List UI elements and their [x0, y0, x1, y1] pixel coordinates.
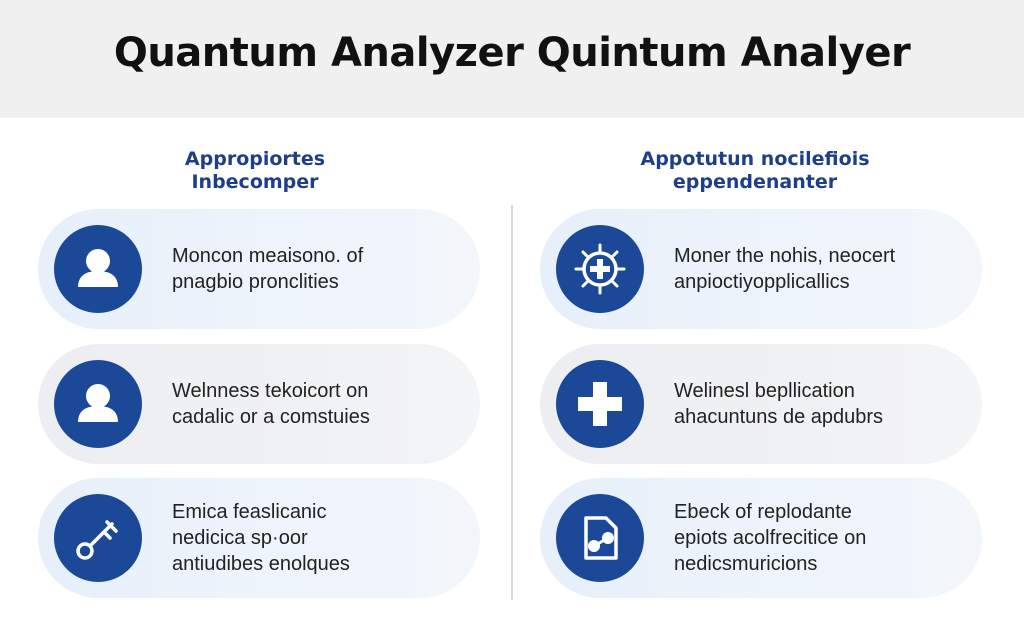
right-heading-line-1: Appotutun nocilefiois	[640, 148, 870, 170]
left-card-1-text: Moncon meaisono. of pnagbio pronclities	[172, 243, 363, 295]
left-card-3[interactable]: Emica feaslicanic nedicica sp·oor antiud…	[38, 478, 480, 598]
right-card-3[interactable]: Ebeck of replodante epiots acolfrecitice…	[540, 478, 982, 598]
right-card-2[interactable]: Welinesl bepllication ahacuntuns de apdu…	[540, 344, 982, 464]
card-text-line: Emica feaslicanic	[172, 501, 327, 523]
left-heading-line-2: Inbecomper	[191, 171, 319, 193]
card-text-line: Moner the nohis, neocert	[674, 245, 896, 267]
column-divider	[511, 205, 513, 600]
page-title: Quantum Analyzer Quintum Analyer	[113, 30, 911, 76]
right-card-1[interactable]: Moner the nohis, neocert anpioctiyopplic…	[540, 209, 982, 329]
left-column-heading: Appropiortes Inbecomper	[130, 148, 380, 194]
card-text-line: epiots acolfrecitice on	[674, 527, 867, 549]
card-text-line: Moncon meaisono. of	[172, 245, 364, 267]
user-icon	[54, 360, 142, 448]
right-card-3-text: Ebeck of replodante epiots acolfrecitice…	[674, 499, 866, 577]
card-text-line: pnagbio pronclities	[172, 271, 339, 293]
left-heading-line-1: Appropiortes	[184, 148, 326, 170]
card-text-line: Welinesl bepllication	[674, 380, 855, 402]
card-text-line: anpioctiyopplicallics	[674, 271, 850, 293]
key-icon	[54, 494, 142, 582]
right-column-heading: Appotutun nocilefiois eppendenanter	[590, 148, 920, 194]
card-text-line: cadalic or a comstuies	[172, 406, 370, 428]
card-text-line: nedicica sp·oor	[172, 527, 308, 549]
card-text-line: antiudibes enolques	[172, 553, 350, 575]
left-card-1[interactable]: Moncon meaisono. of pnagbio pronclities	[38, 209, 480, 329]
gear-plus-icon	[556, 225, 644, 313]
card-text-line: nedicsmuricions	[674, 553, 818, 575]
user-icon	[54, 225, 142, 313]
right-card-2-text: Welinesl bepllication ahacuntuns de apdu…	[674, 378, 883, 430]
card-text-line: ahacuntuns de apdubrs	[674, 406, 884, 428]
left-card-3-text: Emica feaslicanic nedicica sp·oor antiud…	[172, 499, 350, 577]
document-link-icon	[556, 494, 644, 582]
card-text-line: Ebeck of replodante	[674, 501, 852, 523]
medical-cross-icon	[556, 360, 644, 448]
left-card-2-text: Welnness tekoicort on cadalic or a comst…	[172, 378, 370, 430]
left-card-2[interactable]: Welnness tekoicort on cadalic or a comst…	[38, 344, 480, 464]
right-heading-line-2: eppendenanter	[672, 171, 838, 193]
header-bar: Quantum Analyzer Quintum Analyer	[0, 0, 1024, 118]
card-text-line: Welnness tekoicort on	[172, 380, 369, 402]
right-card-1-text: Moner the nohis, neocert anpioctiyopplic…	[674, 243, 895, 295]
